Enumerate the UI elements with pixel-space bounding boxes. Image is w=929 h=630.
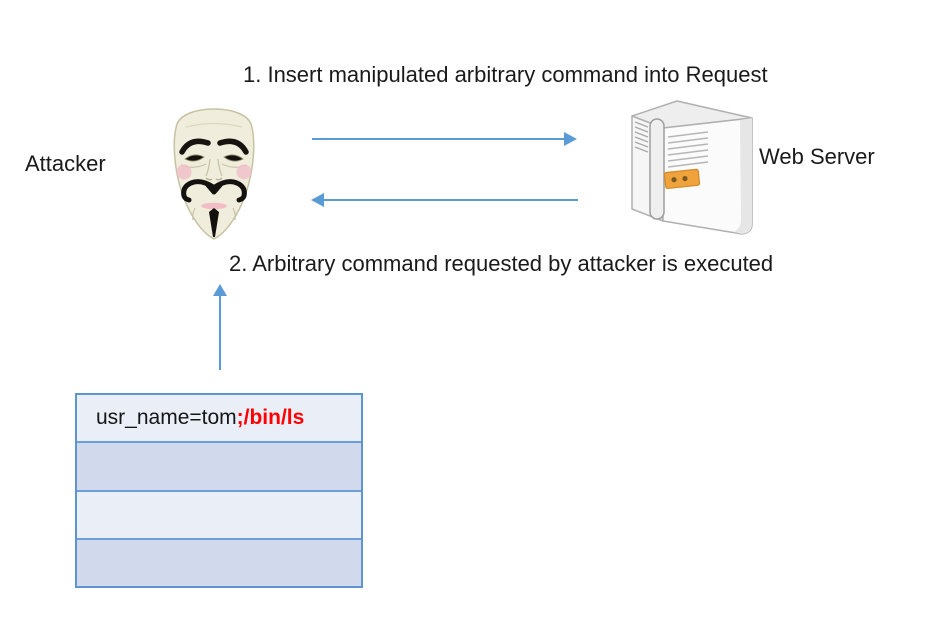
step2-caption: 2. Arbitrary command requested by attack…	[229, 251, 774, 276]
guy-fawkes-mask-icon	[173, 108, 255, 240]
table-row-empty-1	[77, 441, 361, 490]
injected-command-text: ;/bin/ls	[236, 406, 305, 430]
attacker-label: Attacker	[25, 151, 106, 176]
table-row-empty-3	[77, 537, 361, 586]
http-request-table: usr_name=tom;/bin/ls	[75, 393, 363, 588]
table-row-payload: usr_name=tom;/bin/ls	[77, 395, 361, 442]
web-server-label: Web Server	[759, 144, 875, 169]
step1-caption: 1. Insert manipulated arbitrary command …	[243, 62, 768, 87]
request-arrow	[312, 132, 577, 146]
payload-arrow	[212, 284, 227, 370]
request-param-text: usr_name=tom	[96, 406, 237, 430]
table-row-empty-2	[77, 489, 361, 538]
response-arrow	[311, 193, 578, 207]
server-tower-icon	[631, 100, 753, 235]
